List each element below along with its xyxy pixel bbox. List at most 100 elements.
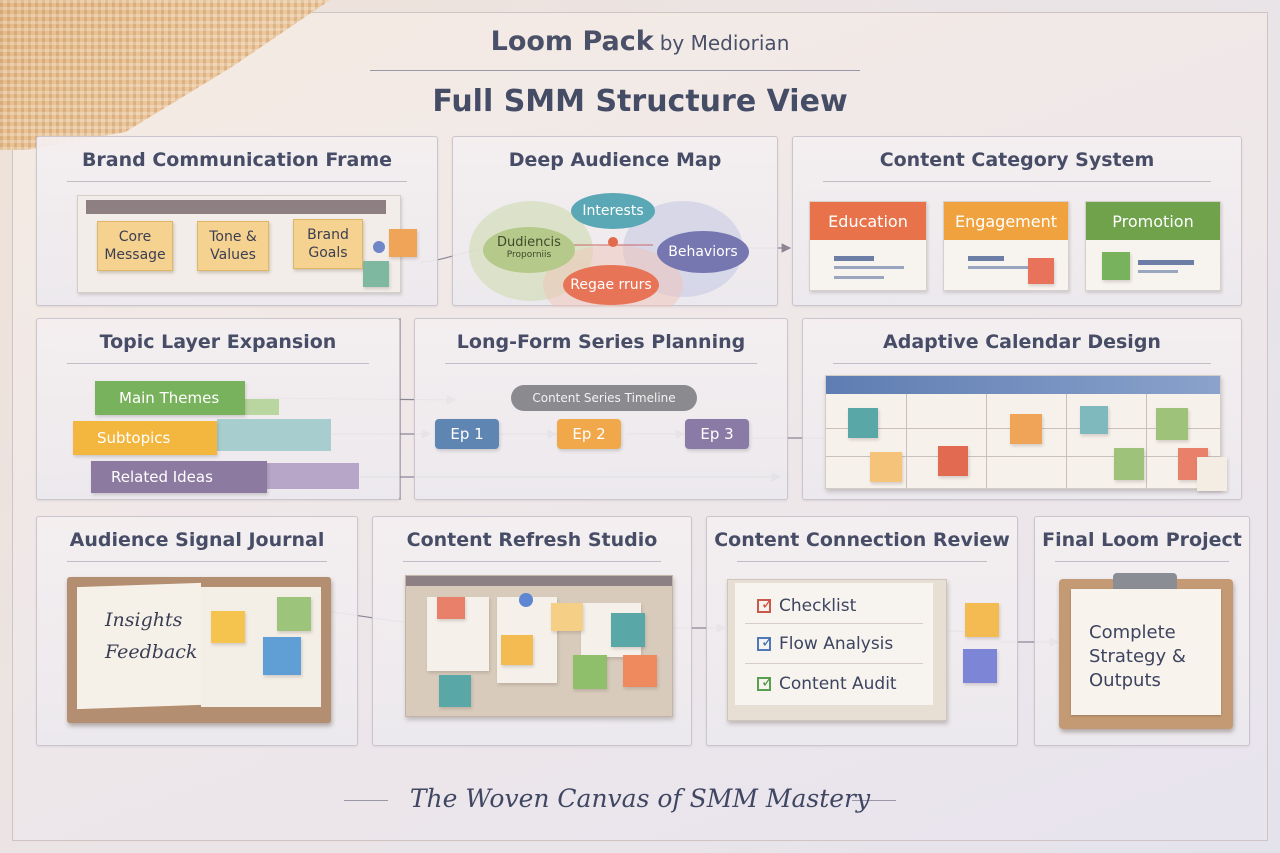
panel-title: Content Refresh Studio — [406, 529, 658, 551]
divider — [745, 663, 923, 664]
sticky-note-orange — [389, 229, 417, 257]
panel-final-loom-project: Final Loom Project Complete Strategy & O… — [1034, 516, 1250, 746]
panel-content-connection-review: Content Connection Review ✓ Checklist ✓ … — [706, 516, 1018, 746]
text-line — [834, 266, 904, 269]
title-divider — [1055, 561, 1229, 562]
sticky-note-yellow — [870, 452, 902, 482]
sticky-note-green — [1156, 408, 1188, 440]
journal-feedback: Feedback — [105, 641, 198, 663]
checkbox-icon[interactable]: ✓ — [757, 673, 774, 691]
panel-title: Content Category System — [879, 149, 1155, 171]
panel-topic-layer-expansion: Topic Layer Expansion Main Themes Subtop… — [36, 318, 400, 500]
category-card-engagement: Engagement — [943, 201, 1069, 291]
grid-line — [826, 456, 1220, 457]
sticky-note-blue — [963, 649, 997, 683]
title-divider — [67, 363, 369, 364]
title-divider — [67, 181, 407, 182]
sticky-note-orange — [623, 655, 657, 687]
layer-subtopics: Subtopics — [73, 421, 217, 455]
category-card-promotion: Promotion — [1085, 201, 1221, 291]
pin-icon — [373, 241, 385, 253]
text-line — [1138, 260, 1194, 265]
checklist-paper: ✓ Checklist ✓ Flow Analysis ✓ Content Au… — [735, 583, 933, 705]
title-divider — [823, 181, 1211, 182]
title-divider — [403, 561, 661, 562]
note-core-message: Core Message — [97, 221, 173, 271]
panel-audience-signal-journal: Audience Signal Journal Insights Feedbac… — [36, 516, 358, 746]
bubble-behaviors: Behaviors — [657, 231, 749, 273]
sticky-note-red — [938, 446, 968, 476]
pin-icon — [519, 593, 533, 607]
sticky-note-green — [573, 655, 607, 689]
title-divider — [737, 561, 987, 562]
grid-line — [1146, 394, 1147, 488]
bubble-audiences-label: Dudiencis — [497, 235, 561, 250]
panel-content-category-system: Content Category System Education Engage… — [792, 136, 1242, 306]
sticky-note-teal — [611, 613, 645, 647]
text-line — [968, 256, 1004, 261]
panel-title: Adaptive Calendar Design — [883, 331, 1161, 353]
checkbox-icon[interactable]: ✓ — [757, 595, 774, 613]
title-divider — [833, 363, 1211, 364]
panel-title: Brand Communication Frame — [81, 149, 393, 171]
check-label: Flow Analysis — [779, 634, 894, 654]
check-label: Content Audit — [779, 674, 897, 694]
category-promotion: Promotion — [1086, 202, 1220, 240]
check-item-content-audit[interactable]: ✓ Content Audit — [757, 669, 915, 699]
text-line — [834, 256, 874, 261]
sticky-note-green — [1102, 252, 1130, 280]
brand-name: Loom Pack — [490, 26, 654, 57]
sticky-note-blank — [1197, 457, 1227, 491]
clipboard-paper — [1071, 589, 1221, 715]
category-engagement: Engagement — [944, 202, 1068, 240]
calendar-board — [825, 375, 1221, 489]
sticky-note-teal — [848, 408, 878, 438]
check-item-flow-analysis[interactable]: ✓ Flow Analysis — [757, 629, 915, 659]
final-project-text: Complete Strategy & Outputs — [1089, 622, 1186, 691]
sticky-note-teal — [363, 261, 389, 287]
board-header-bar — [86, 200, 386, 214]
episode-1: Ep 1 — [435, 419, 499, 449]
panel-long-form-series-planning: Long-Form Series Planning Content Series… — [414, 318, 788, 500]
episode-2: Ep 2 — [557, 419, 621, 449]
text-line — [834, 276, 884, 279]
layer-extension — [217, 419, 331, 451]
footer-rule-right — [852, 800, 896, 801]
panel-title: Final Loom Project — [1042, 529, 1242, 551]
sticky-note-teal — [439, 675, 471, 707]
bubble-audiences: Dudiencis Proporniis — [483, 227, 575, 273]
board-header-bar — [406, 576, 672, 586]
panel-title: Audience Signal Journal — [69, 529, 325, 551]
grid-line — [906, 394, 907, 488]
layer-related-ideas: Related Ideas — [91, 461, 267, 493]
divider — [745, 623, 923, 624]
check-item-checklist[interactable]: ✓ Checklist — [757, 591, 915, 621]
sticky-note-yellow — [965, 603, 999, 637]
sticky-note-yellow — [551, 603, 583, 631]
bubble-interests: Interests — [571, 193, 655, 229]
checkbox-icon[interactable]: ✓ — [757, 633, 774, 651]
calendar-header — [826, 376, 1220, 394]
timeline-label: Content Series Timeline — [511, 385, 697, 411]
title-divider — [445, 363, 757, 364]
layer-extension — [263, 463, 359, 489]
bubble-audiences-sub: Proporniis — [506, 250, 552, 260]
sticky-note-red — [1028, 258, 1054, 284]
sticky-note-orange — [1010, 414, 1042, 444]
panel-content-refresh-studio: Content Refresh Studio — [372, 516, 692, 746]
check-label: Checklist — [779, 596, 857, 616]
panel-brand-communication-frame: Brand Communication Frame Core Message T… — [36, 136, 438, 306]
panel-title: Long-Form Series Planning — [456, 331, 746, 353]
sticky-note-red — [437, 597, 465, 619]
panel-title: Topic Layer Expansion — [99, 331, 337, 353]
text-line — [1138, 270, 1178, 273]
footer-rule-left — [344, 800, 388, 801]
panel-deep-audience-map: Deep Audience Map Interests Dudiencis Pr… — [452, 136, 778, 307]
grid-line — [1066, 394, 1067, 488]
sticky-note-green — [1114, 448, 1144, 480]
sticky-note-green — [277, 597, 311, 631]
category-education: Education — [810, 202, 926, 240]
category-card-education: Education — [809, 201, 927, 291]
footer-tagline: The Woven Canvas of SMM Mastery — [409, 784, 871, 813]
